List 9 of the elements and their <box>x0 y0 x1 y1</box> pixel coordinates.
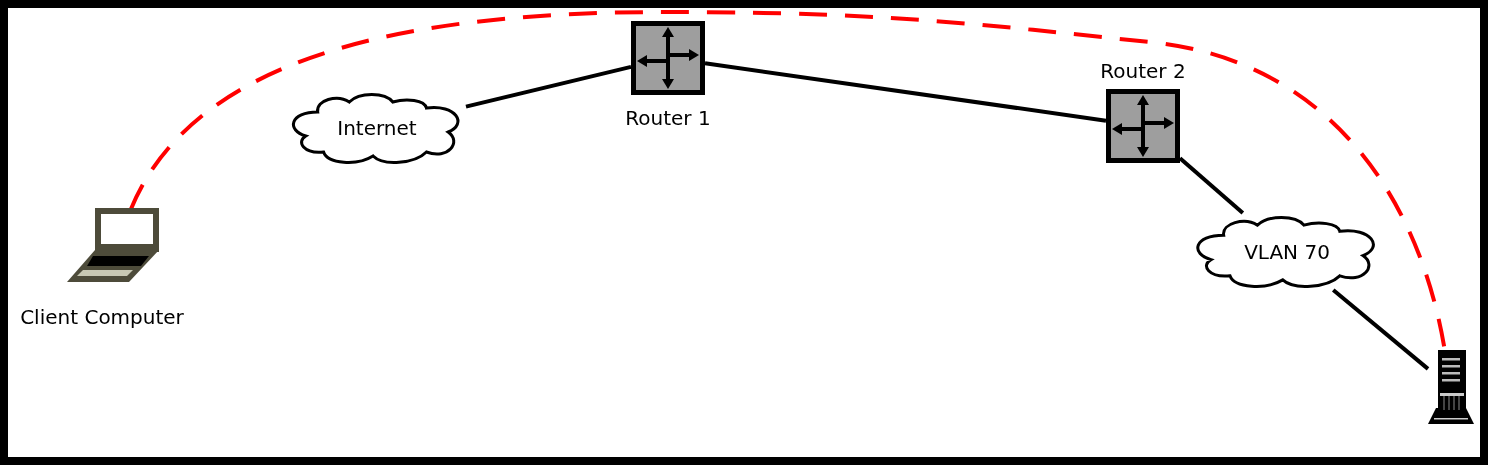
node-label: Internet <box>337 115 417 142</box>
node-label: Client Computer <box>20 304 184 331</box>
node-label: VLAN 70 <box>1244 238 1330 266</box>
link-line <box>1178 156 1245 215</box>
link-line <box>704 61 1107 123</box>
link-line <box>465 64 632 109</box>
node-label: Router 1 <box>625 105 711 132</box>
link-line <box>1331 288 1430 371</box>
node-label: Router 2 <box>1100 58 1186 85</box>
